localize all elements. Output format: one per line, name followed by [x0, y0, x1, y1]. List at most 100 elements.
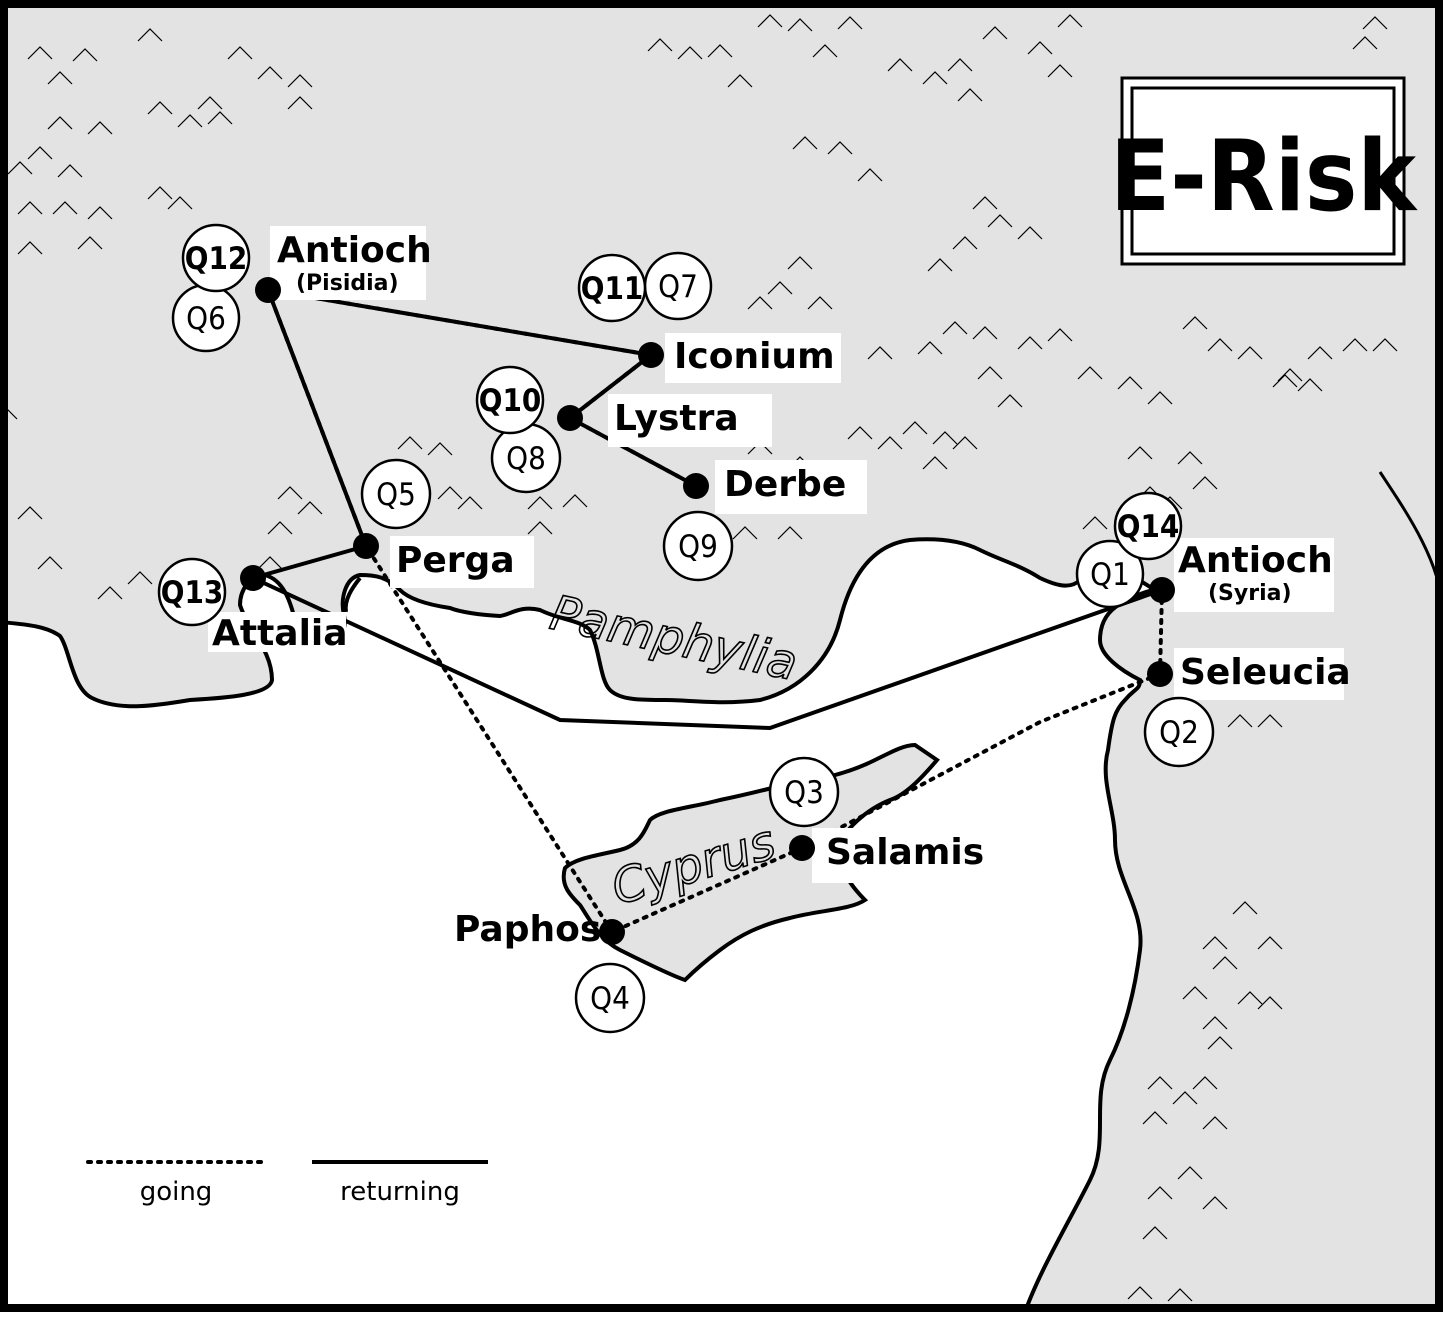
mountain-glyph: [1192, 1076, 1218, 1090]
svg-text:Q5: Q5: [376, 477, 416, 513]
question-marker-q7[interactable]: Q7: [643, 251, 713, 321]
mountain-glyph: [277, 486, 303, 500]
question-marker-q10[interactable]: Q10: [475, 365, 545, 435]
mountain-glyph: [1172, 1091, 1198, 1105]
mountain-glyph: [952, 436, 978, 450]
question-marker-q6[interactable]: Q6: [171, 283, 241, 353]
mountain-glyph: [922, 456, 948, 470]
question-marker-q5[interactable]: Q5: [360, 458, 432, 530]
mountain-glyph: [1362, 16, 1388, 30]
mountain-glyph: [1142, 1226, 1168, 1240]
mountain-glyph: [457, 496, 483, 510]
mountain-glyph: [17, 241, 43, 255]
mountain-glyph: [1192, 476, 1218, 490]
question-marker-q4[interactable]: Q4: [574, 962, 646, 1034]
city-dot-seleucia[interactable]: [1147, 661, 1173, 687]
question-marker-q13[interactable]: Q13: [157, 557, 227, 627]
mountain-glyph: [1177, 451, 1203, 465]
mountain-glyph: [1307, 346, 1333, 360]
mountain-glyph: [1117, 376, 1143, 390]
question-marker-q3[interactable]: Q3: [768, 756, 840, 828]
city-dot-perga[interactable]: [353, 533, 379, 559]
mountain-glyph: [677, 46, 703, 60]
svg-text:Q3: Q3: [784, 775, 824, 811]
mountain-glyph: [1212, 956, 1238, 970]
city-label-seleucia: Seleucia: [1180, 652, 1351, 693]
mountain-glyph: [227, 46, 253, 60]
mountain-glyph: [207, 111, 233, 125]
mountain-glyph: [1372, 338, 1398, 352]
city-dot-derbe[interactable]: [683, 473, 709, 499]
svg-text:Q13: Q13: [161, 575, 224, 611]
city-dot-antioch-syria[interactable]: [1149, 577, 1175, 603]
mountain-glyph: [1232, 901, 1258, 915]
mountain-glyph: [57, 164, 83, 178]
city-dot-salamis[interactable]: [789, 835, 815, 861]
mountain-glyph: [77, 236, 103, 250]
mountain-glyph: [437, 486, 463, 500]
mountain-glyph: [97, 586, 123, 600]
mountain-glyph: [917, 341, 943, 355]
mountain-glyph: [977, 366, 1003, 380]
city-dot-paphos[interactable]: [599, 919, 625, 945]
mountain-glyph: [1147, 391, 1173, 405]
city-dot-lystra[interactable]: [557, 405, 583, 431]
mountain-glyph: [792, 136, 818, 150]
city-dot-antioch-pisidia[interactable]: [255, 277, 281, 303]
legend-going-label: going: [140, 1177, 213, 1207]
mountain-glyph: [807, 296, 833, 310]
mountain-glyph: [7, 161, 33, 175]
mountain-glyph: [1257, 936, 1283, 950]
mountain-glyph: [1227, 714, 1253, 728]
question-marker-q8[interactable]: Q8: [490, 422, 562, 494]
landmass-cyprus: [561, 742, 940, 983]
city-dots: [240, 277, 1175, 945]
mountain-glyph: [1182, 986, 1208, 1000]
svg-text:Q10: Q10: [479, 383, 542, 419]
route-going-salamis-paphos: [610, 846, 804, 934]
city-dot-iconium[interactable]: [638, 342, 664, 368]
mountain-glyph: [27, 46, 53, 60]
mountain-glyph: [1207, 1036, 1233, 1050]
question-marker-q9[interactable]: Q9: [662, 510, 734, 582]
mountain-glyph: [527, 521, 553, 535]
mountain-glyph: [1127, 1286, 1153, 1300]
mountain-glyph: [1082, 516, 1108, 530]
question-marker-q11[interactable]: Q11: [577, 253, 647, 323]
mountain-glyph: [847, 426, 873, 440]
mountain-glyph: [527, 496, 553, 510]
mountain-glyph: [197, 96, 223, 110]
mountain-glyph: [177, 114, 203, 128]
city-sublabel-syria: (Syria): [1208, 581, 1292, 606]
city-label-backgrounds: [208, 226, 1344, 883]
question-markers: Q1 Q2 Q3 Q4 Q5 Q6 Q7 Q8: [157, 223, 1215, 1034]
mountain-glyph: [982, 26, 1008, 40]
question-marker-q14[interactable]: Q14: [1113, 491, 1183, 561]
city-label-iconium: Iconium: [674, 336, 835, 377]
mountain-glyph: [942, 321, 968, 335]
title-box: E-Risk: [1110, 76, 1418, 266]
city-sublabel-pisidia: (Pisidia): [296, 271, 399, 296]
mountain-glyph: [952, 236, 978, 250]
mountain-glyph: [987, 214, 1013, 228]
question-marker-q12[interactable]: Q12: [181, 223, 251, 293]
mountain-glyph: [1297, 378, 1323, 392]
mountain-glyph: [257, 66, 283, 80]
route-returning-derbe-lystra: [568, 416, 698, 488]
mountain-glyph: [787, 18, 813, 32]
city-label-salamis: Salamis: [826, 832, 984, 873]
city-label-paphos: Paphos: [454, 909, 601, 950]
mountain-glyph: [1047, 64, 1073, 78]
coast-detail-perga: [343, 576, 362, 613]
mountain-glyph: [137, 28, 163, 42]
mountain-glyph: [707, 44, 733, 58]
mountain-glyph: [857, 168, 883, 182]
mountain-glyph: [1207, 338, 1233, 352]
mountain-glyph: [47, 116, 73, 130]
mountain-glyph: [867, 346, 893, 360]
city-dot-attalia[interactable]: [240, 565, 266, 591]
mountain-glyph: [287, 96, 313, 110]
svg-text:Q2: Q2: [1159, 715, 1199, 751]
question-marker-q1[interactable]: Q1: [1075, 539, 1145, 609]
question-marker-q2[interactable]: Q2: [1143, 696, 1215, 768]
